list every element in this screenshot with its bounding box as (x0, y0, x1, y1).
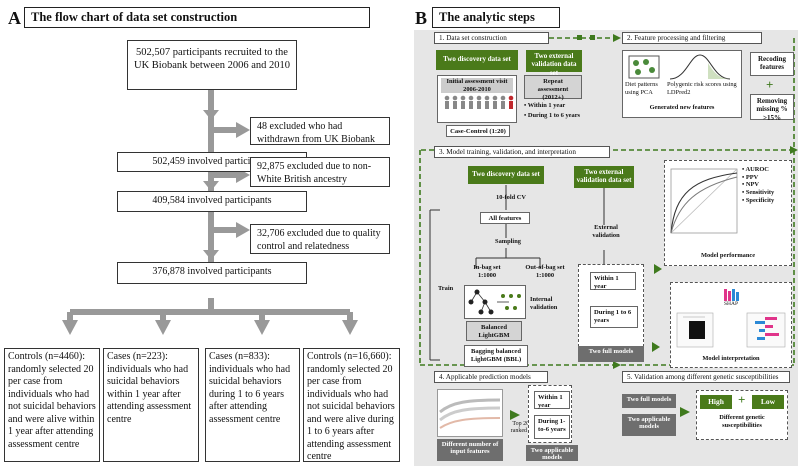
group-controls-within-1yr: Controls (n=4460): randomly selected 20 … (4, 348, 100, 462)
panel-b-title: The analytic steps (432, 7, 560, 28)
s3-outbag-label: Out-of-bag set 1:1000 (525, 264, 565, 279)
metric-specificity-text: Specificity (745, 196, 775, 204)
s1-case-control-label: Case-Control (1:20) (446, 125, 510, 137)
shap-logo-text: SHAP (723, 301, 739, 307)
s2-removing-box: Removing missing % >15% (750, 94, 794, 122)
metric-auroc: • AUROC (742, 166, 769, 173)
panel-a-letter: A (8, 8, 21, 28)
s3-sampling-label: Sampling (495, 238, 521, 245)
s3-inbag-label: In-bag set 1:1000 (473, 264, 501, 279)
s3-performance-panel (664, 160, 792, 266)
s4-feature-count-plot (437, 389, 503, 437)
s2-plus: + (766, 77, 774, 92)
prs-curve-icon (669, 54, 730, 80)
s4-during-1-6yr: During 1-to-6 years (534, 415, 570, 439)
roc-curve-icon (670, 168, 738, 234)
group-cases-1-6yr: Cases (n=833): individuals who had suici… (205, 348, 300, 462)
s3-two-full-models: Two full models (578, 346, 644, 362)
section-4-title: 4. Applicable prediction models (434, 371, 548, 383)
group-cases-within-1yr: Cases (n=223): individuals who had suici… (103, 348, 199, 462)
shap-logo-icon (724, 289, 739, 301)
section-3-title: 3. Model training, validation, and inter… (434, 146, 610, 158)
section-2-title: 2. Feature processing and filtering (622, 32, 762, 44)
s2-recoding-box: Recoding features (750, 52, 794, 76)
s1-initial-panel: Initial assessment visit 2006-2010 (437, 75, 517, 123)
s5-high-badge: High (700, 395, 732, 409)
s2-features-panel: Diet patterns using PCA Polygenic risk s… (622, 50, 742, 118)
s5-two-full-models: Two full models (622, 394, 676, 408)
s5-plus: + (738, 392, 746, 407)
s1-repeat-label: Repeat assessment (2012+) (524, 75, 582, 101)
s3-external-button: Two external validation data set (574, 166, 634, 188)
feature-count-curves-icon (439, 398, 501, 429)
s3-balanced-lightgbm: Balanced LightGBM (466, 321, 522, 341)
s5-different-label: Different genetic susceptibilities (719, 414, 765, 429)
s3-during-1-6yr: During 1 to 6 years (590, 306, 638, 328)
s4-two-applicable-models: Two applicable models (526, 445, 578, 461)
people-icon (444, 96, 514, 110)
s3-train-label: Train (438, 285, 454, 292)
metric-list: • AUROC • PPV • NPV • Sensitivity • Spec… (742, 166, 796, 204)
s3-internal-validation-label: Internal validation (530, 296, 558, 311)
excluded-withdrawn-box: 48 excluded who had withdrawn from UK Bi… (250, 117, 390, 145)
s4-within-1yr: Within 1 year (534, 391, 570, 409)
s1-initial-label: Initial assessment visit 2006-2010 (441, 78, 513, 94)
metric-sensitivity: • Sensitivity (742, 189, 775, 197)
metric-ppv: • PPV (742, 173, 759, 181)
metric-npv-text: NPV (745, 181, 759, 189)
metric-auroc-text: AUROC (745, 166, 769, 173)
involved-box-3: 376,878 involved participants (117, 262, 307, 284)
recruited-box: 502,507 participants recruited to the UK… (127, 40, 297, 90)
s3-within-1yr: Within 1 year (590, 272, 636, 290)
shap-plots-icon (676, 312, 786, 348)
s1-bullet-during: • During 1 to 6 years (524, 112, 581, 119)
s3-performance-label: Model performance (700, 252, 756, 259)
s4-different-number-label: Different number of input features (437, 439, 503, 461)
s3-discovery-button: Two discovery data set (468, 166, 544, 184)
group-controls-1-6yr: Controls (n=16,660): randomly selected 2… (303, 348, 400, 462)
s1-external-button: Two external validation data set (526, 50, 582, 77)
s3-all-features: All features (480, 212, 530, 224)
metric-npv: • NPV (742, 181, 759, 189)
excluded-qc-box: 32,706 excluded due to quality control a… (250, 224, 390, 254)
involved-box-2: 409,584 involved participants (117, 191, 307, 212)
s3-external-validation-label: External validation (592, 224, 620, 239)
tree-icon (468, 289, 521, 315)
excluded-ancestry-box: 92,875 excluded due to non-White British… (250, 157, 390, 187)
s5-two-applicable-models: Two applicable models (622, 414, 676, 436)
s1-bullet-within: • Within 1 year (524, 102, 566, 109)
section-1-title: 1. Data set construction (434, 32, 549, 44)
diet-icon (628, 55, 660, 79)
s5-low-badge: Low (752, 395, 784, 409)
s3-tree-graphic (464, 285, 526, 319)
s1-bullet-during-text: During 1 to 6 years (527, 112, 581, 119)
s2-generated-label: Generated new features (649, 104, 715, 111)
s3-bagging-box: Bagging balanced LightGBM (BBL) (464, 345, 528, 367)
panel-b-letter: B (415, 8, 428, 28)
s3-interpretation-panel: SHAP (670, 282, 792, 368)
metric-specificity: • Specificity (742, 196, 775, 204)
s2-prs-label: Polygenic risk scores using LDPred2 (667, 81, 737, 96)
s1-bullet-within-text: Within 1 year (527, 102, 566, 109)
s2-diet-label: Diet patterns using PCA (625, 81, 658, 96)
metric-sensitivity-text: Sensitivity (745, 189, 775, 197)
s1-discovery-button: Two discovery data set (436, 50, 518, 70)
metric-ppv-text: PPV (745, 173, 759, 181)
s3-interpretation-label: Model interpretation (702, 355, 760, 362)
section-5-title: 5. Validation among different genetic su… (622, 371, 790, 383)
s3-cv-label: 10-fold CV (496, 194, 526, 201)
panel-a-title: The flow chart of data set construction (24, 7, 370, 28)
